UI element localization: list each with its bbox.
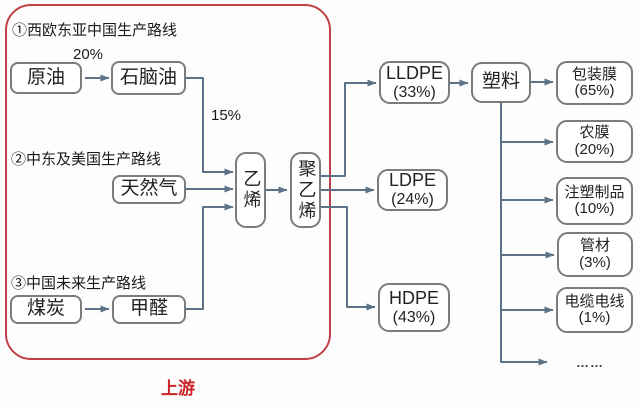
node-ldpe: LDPE (24%): [377, 169, 448, 211]
ldpe-share: (24%): [391, 191, 434, 209]
node-polyethylene: 聚乙烯: [290, 152, 321, 228]
packaging-film-share: (65%): [574, 82, 615, 99]
injection-molding-label: 注塑制品: [564, 183, 625, 201]
route-2-title: ②中东及美国生产路线: [11, 151, 162, 168]
pipe-share: (3%): [579, 253, 611, 271]
upstream-boundary-frame: [5, 4, 331, 360]
edge-label-15-percent: 15%: [210, 107, 242, 124]
agricultural-film-label: 农膜: [579, 124, 610, 141]
node-injection-molding: 注塑制品 (10%): [556, 177, 633, 225]
node-formaldehyde: 甲醛: [112, 295, 186, 324]
more-applications-ellipsis: ……: [576, 355, 604, 370]
hdpe-label: HDPE: [388, 287, 439, 308]
lldpe-share: (33%): [393, 83, 436, 101]
node-packaging-film: 包装膜 (65%): [556, 61, 633, 105]
edge-label-20-percent: 20%: [72, 46, 104, 63]
route-1-title: ①西欧东亚中国生产路线: [12, 22, 178, 39]
node-naphtha: 石脑油: [111, 61, 186, 95]
node-lldpe: LLDPE (33%): [379, 61, 450, 104]
route-3-title: ③中国未来生产路线: [11, 275, 147, 292]
edge-formaldehyde-to-ethylene: [186, 203, 234, 310]
node-natural-gas: 天然气: [112, 175, 186, 204]
edge-plastic-to-more: [500, 103, 548, 366]
packaging-film-label: 包装膜: [571, 65, 617, 83]
node-hdpe: HDPE (43%): [378, 283, 450, 332]
injection-molding-share: (10%): [574, 200, 615, 217]
node-cable-wire: 电缆电线 (1%): [556, 287, 633, 333]
node-plastic: 塑料: [471, 62, 531, 103]
edge-polyethylene-to-hdpe: [321, 206, 376, 311]
pipe-label: 管材: [579, 237, 610, 254]
ldpe-label: LDPE: [388, 170, 437, 191]
edge-polyethylene-to-lldpe: [321, 79, 377, 177]
agricultural-film-share: (20%): [574, 140, 615, 158]
node-ethylene: 乙烯: [235, 152, 266, 228]
edge-naphtha-to-ethylene: [186, 77, 234, 176]
hdpe-share: (43%): [392, 308, 436, 326]
node-coal: 煤炭: [10, 295, 82, 324]
cable-wire-share: (1%): [578, 309, 611, 326]
upstream-label: 上游: [161, 379, 195, 398]
node-crude-oil: 原油: [10, 62, 82, 94]
lldpe-label: LLDPE: [385, 62, 444, 83]
cable-wire-label: 电缆电线: [564, 292, 625, 310]
node-pipe: 管材 (3%): [557, 232, 633, 277]
node-agricultural-film: 农膜 (20%): [556, 120, 633, 163]
